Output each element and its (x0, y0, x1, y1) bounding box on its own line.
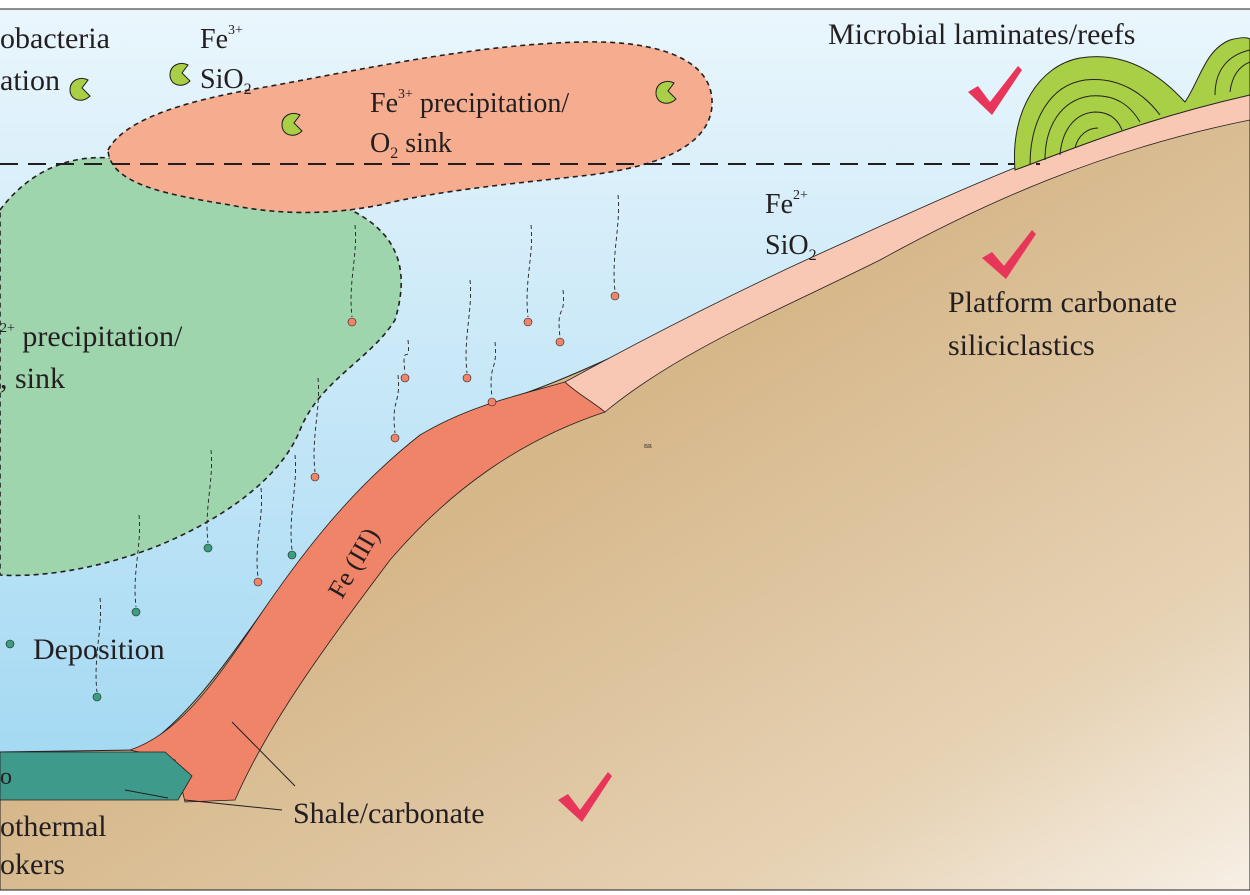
cyanobacteria-icon (655, 80, 677, 104)
cyanobacteria-icon (281, 112, 303, 136)
microbial-reefs (1013, 37, 1250, 171)
fe3-precipitation-cloud (107, 41, 713, 214)
fe2-particle (287, 550, 297, 560)
fe3-particle (310, 472, 320, 482)
fe2-right-label: Fe2+ (765, 188, 808, 220)
fe3-particle (347, 317, 357, 327)
particle-trail (206, 449, 212, 544)
particle-trails (92, 194, 620, 702)
fe2-particle (203, 543, 213, 553)
check-icon (968, 66, 1022, 115)
particle-trail (613, 194, 619, 292)
microbial-label: Microbial laminates/reefs (828, 18, 1135, 51)
fe3-particle (523, 317, 533, 327)
shale-label: Shale/carbonate (293, 797, 485, 830)
cyanobacteria-label-2: ation (0, 64, 60, 97)
particle-trail (558, 289, 564, 338)
deposition-label: Deposition (33, 633, 165, 666)
fe3-particle (487, 397, 497, 407)
platform-band (564, 89, 1250, 413)
platform-label: Platform carbonate (948, 286, 1177, 319)
fe2-particle (92, 692, 102, 702)
cyanobacteria-label: obacteria (0, 22, 110, 55)
fe3-band (128, 381, 606, 803)
particle-trail (403, 339, 409, 374)
fe3-particle (400, 373, 410, 383)
fe3-precipitation-label: Fe3+ precipitation/ (370, 87, 569, 119)
particle-trail (490, 341, 497, 398)
particle-trail (256, 487, 262, 578)
siliciclastics-label: siliciclastics (948, 329, 1095, 362)
fe3-particle (462, 373, 472, 383)
o2-sink-label: O2 sink (370, 128, 452, 162)
particle-trail (350, 224, 356, 318)
hydrothermal-vent (0, 751, 193, 801)
fe3-particle (390, 433, 400, 443)
fe2-particle (131, 607, 141, 617)
fe3-particle (555, 337, 565, 347)
hydrothermal-label: othermal (0, 810, 107, 843)
cyanobacteria-icon (69, 77, 91, 101)
fe2-precipitation-label: 2+ precipitation/ (0, 320, 183, 353)
check-icon (558, 772, 612, 822)
vent-marker-label: o (0, 764, 12, 790)
particle-trail (290, 454, 296, 551)
particle-trail (134, 514, 140, 608)
sio2-right-label: SiO2 (765, 230, 817, 264)
cyanobacteria-icons (69, 62, 677, 136)
shale-leader-1 (231, 721, 296, 787)
fe2-precipitation-cloud (0, 156, 402, 577)
smokers-label: okers (0, 848, 65, 881)
check-marks (558, 66, 1036, 822)
particle-trail (526, 224, 532, 318)
vent-leader (124, 789, 169, 799)
fe3-particle (610, 291, 620, 301)
deposition-marker (5, 639, 15, 649)
fe2-sink-label: , sink (0, 362, 65, 395)
particle-trail (313, 377, 319, 473)
sio2-top-label: SiO2 (200, 64, 252, 98)
cyanobacteria-icon (169, 62, 191, 86)
fe3-top-label: Fe3+ (200, 23, 243, 55)
watermark: BR (644, 444, 652, 450)
particle-trail (393, 374, 400, 434)
check-icon (982, 230, 1036, 279)
shale-leader-2 (184, 799, 283, 811)
particle-trail (465, 279, 471, 374)
particle-trail (95, 597, 101, 693)
fe3-particle (253, 577, 263, 587)
